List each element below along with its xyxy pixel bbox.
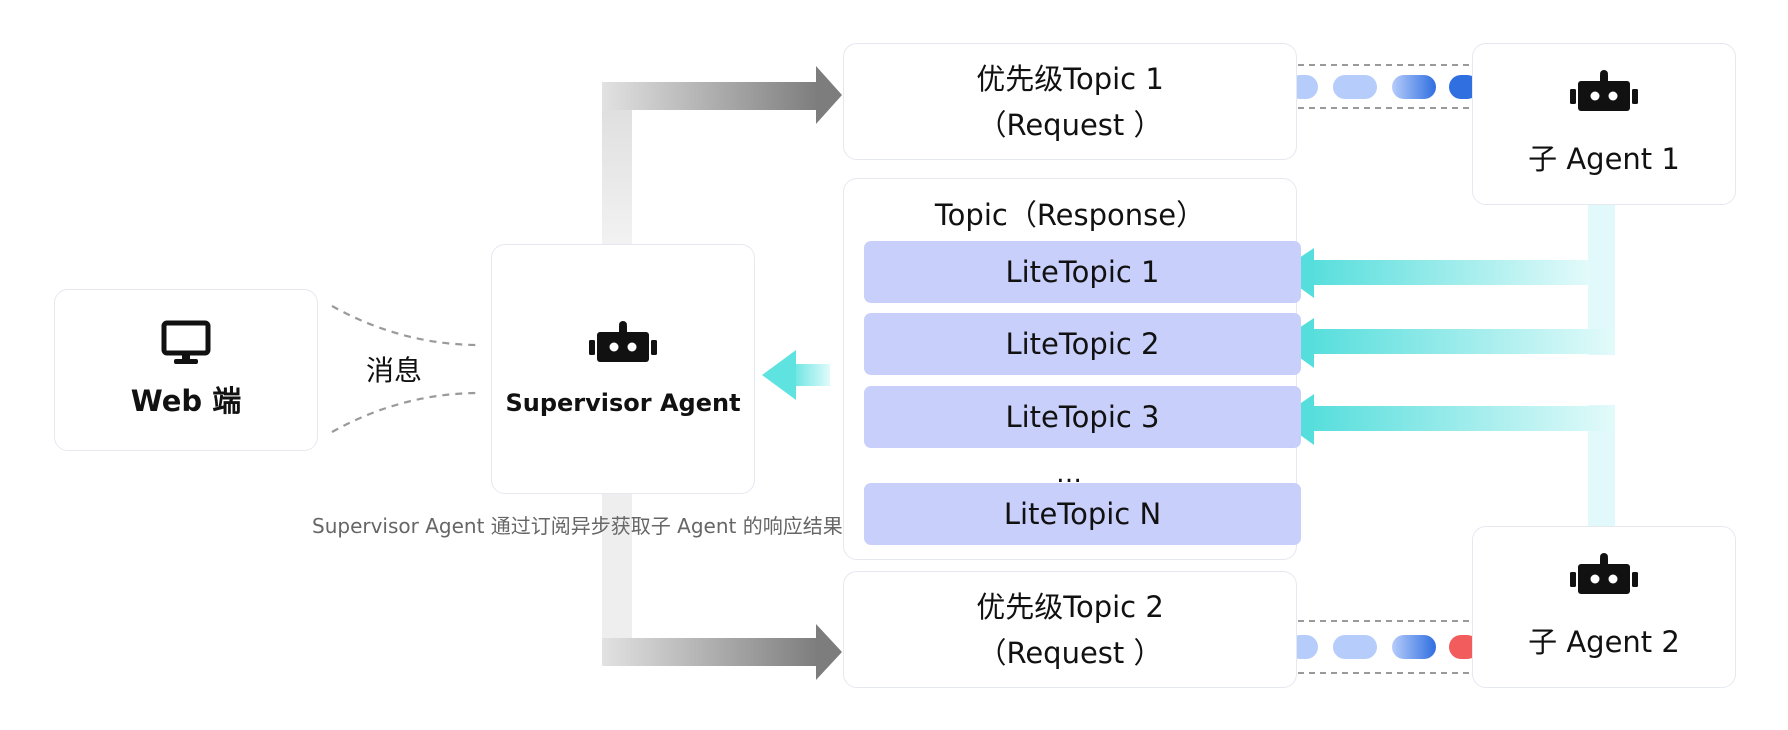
- queue2-pill: [1392, 635, 1436, 659]
- sub-agent-2-card: 子 Agent 2: [1472, 526, 1736, 688]
- robot-icon: [589, 321, 657, 362]
- priority-topic-2-subtitle: （Request ）: [977, 635, 1163, 670]
- web-client-card: Web 端: [54, 289, 318, 451]
- priority-topic-1-subtitle: （Request ）: [977, 107, 1163, 142]
- priority-topic-2-card: 优先级Topic 2 （Request ）: [843, 571, 1297, 688]
- response-arrow-3: [1278, 394, 1615, 445]
- robot-icon: [1570, 70, 1638, 111]
- monitor-icon: [161, 320, 211, 364]
- lite-topic-item: LiteTopic 1: [864, 241, 1301, 303]
- message-label: 消息: [366, 354, 423, 387]
- priority-topic-2-title: 优先级Topic 2: [976, 589, 1164, 624]
- lite-topic-item: LiteTopic 2: [864, 313, 1301, 375]
- lite-topic-item: LiteTopic N: [864, 483, 1301, 545]
- response-topic-card: Topic（Response） LiteTopic 1 LiteTopic 2 …: [843, 178, 1301, 560]
- response-topic-title: Topic（Response）: [934, 198, 1206, 232]
- web-client-label: Web 端: [130, 384, 242, 418]
- response-arrow-1: [1278, 248, 1590, 298]
- queue2-pill: [1333, 635, 1377, 659]
- priority-topic-1-title: 优先级Topic 1: [976, 61, 1164, 96]
- supervisor-agent-label: Supervisor Agent: [505, 389, 741, 417]
- queue1-pill: [1449, 75, 1479, 99]
- message-curve-top: [331, 305, 477, 347]
- queue1-pill: [1333, 75, 1377, 99]
- message-curve-bottom: [331, 391, 477, 433]
- sub-agent-1-card: 子 Agent 1: [1472, 43, 1736, 205]
- sub-agent-2-label: 子 Agent 2: [1528, 625, 1680, 659]
- supervisor-agent-card: Supervisor Agent: [491, 244, 755, 494]
- priority-topic-1-card: 优先级Topic 1 （Request ）: [843, 43, 1297, 160]
- request-shaft-down: [602, 494, 632, 664]
- supervisor-caption: Supervisor Agent 通过订阅异步获取子 Agent 的响应结果: [312, 514, 843, 538]
- lite-topic-item: LiteTopic 3: [864, 386, 1301, 448]
- response-arrow-2: [1278, 318, 1615, 368]
- queue2-pill: [1449, 635, 1479, 659]
- request-arrow-2: [602, 624, 842, 680]
- queue1-pill: [1392, 75, 1436, 99]
- sub-agent-1-label: 子 Agent 1: [1528, 142, 1680, 176]
- supervisor-inbound-arrow: [762, 350, 830, 400]
- request-arrow-1: [602, 66, 842, 124]
- robot-icon: [1570, 553, 1638, 594]
- request-shaft-up: [602, 84, 632, 244]
